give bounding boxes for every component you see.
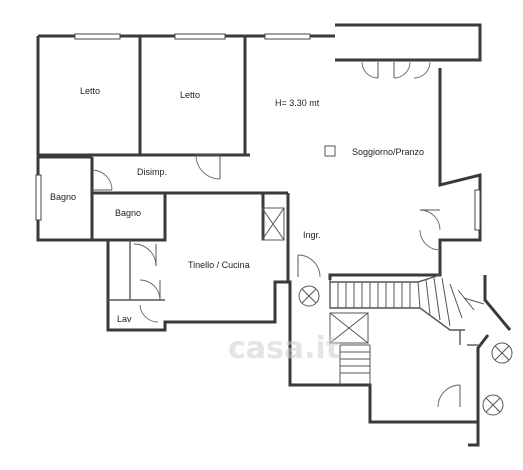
room-label-bagno-1: Bagno xyxy=(50,192,76,202)
room-label-letto-1: Letto xyxy=(80,86,100,96)
circle-fixtures xyxy=(298,285,513,416)
room-label-tinello: Tinello / Cucina xyxy=(188,260,250,270)
staircase xyxy=(329,274,485,385)
room-label-soggiorno: Soggiorno/Pranzo xyxy=(352,147,424,157)
windows xyxy=(35,33,481,231)
watermark-text: casa.it xyxy=(228,331,340,366)
lower-extension xyxy=(459,330,480,447)
doors xyxy=(91,61,461,408)
shafts xyxy=(261,145,369,344)
room-label-ingresso: Ingr. xyxy=(303,230,321,240)
room-label-letto-2: Letto xyxy=(180,90,200,100)
room-label-lavanderia: Lav xyxy=(117,314,132,324)
height-label: H= 3.30 mt xyxy=(275,98,320,108)
room-label-bagno-2: Bagno xyxy=(115,208,141,218)
room-label-disimpegno: Disimp. xyxy=(137,167,167,177)
